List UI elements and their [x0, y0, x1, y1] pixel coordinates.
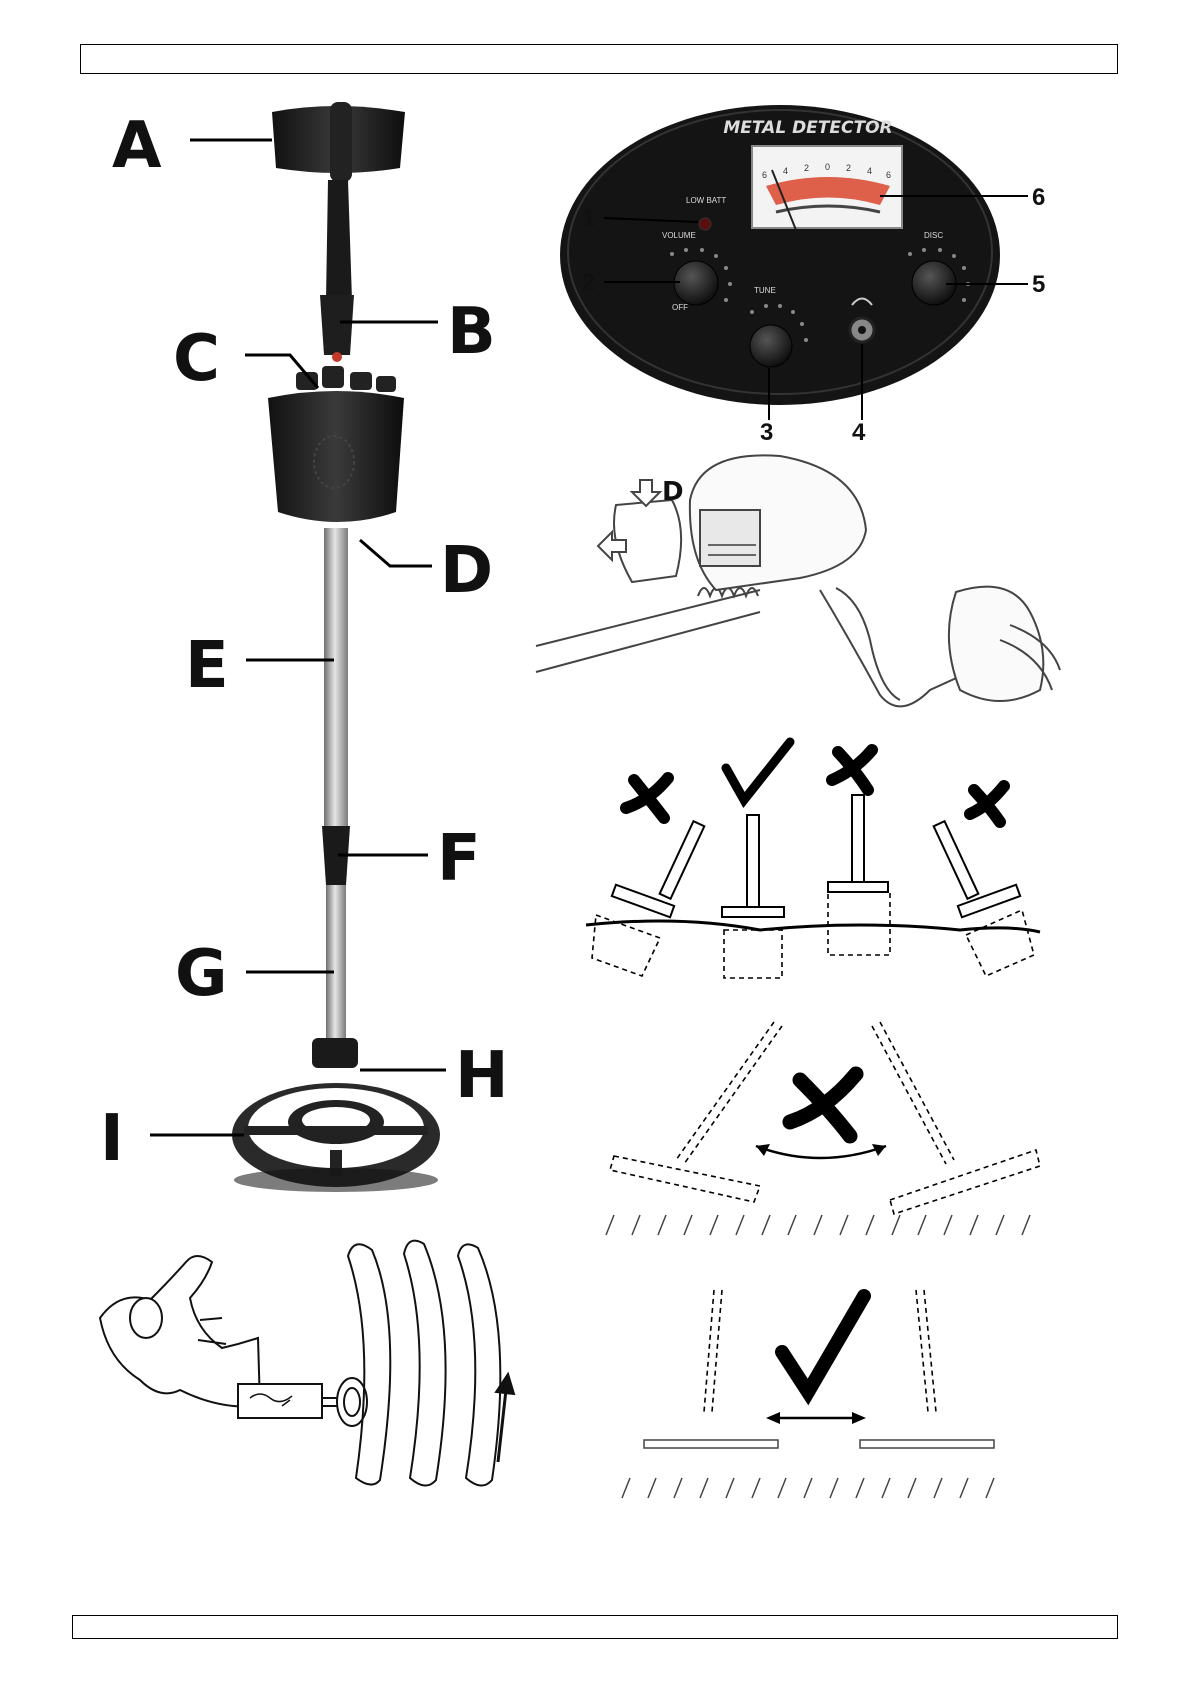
- cross-mark-icon: [970, 786, 1004, 822]
- label-h: H: [455, 1039, 509, 1113]
- cross-mark-icon: [790, 1074, 856, 1136]
- svg-text:4: 4: [783, 166, 788, 176]
- disc-label: DISC: [924, 231, 943, 240]
- coil-bracket: [312, 1038, 358, 1068]
- control-box: [268, 391, 404, 522]
- tune-knob[interactable]: [750, 325, 792, 367]
- middle-shaft: [324, 528, 348, 828]
- lowbatt-label: LOW BATT: [686, 196, 726, 205]
- ground-hatch: [606, 1215, 1030, 1235]
- swing-wrong-figure: [606, 1022, 1040, 1235]
- operator-figure: [100, 1256, 260, 1407]
- cross-mark-icon: [626, 778, 668, 818]
- coil-orientation-figure: [586, 742, 1040, 978]
- battery-figure: D: [536, 455, 1060, 706]
- svg-text:4: 4: [867, 166, 872, 176]
- sweep-arc: [348, 1244, 390, 1484]
- lower-shaft: [326, 885, 346, 1040]
- svg-text:2: 2: [804, 163, 809, 173]
- handle-grip: [320, 295, 354, 355]
- power-indicator: [332, 352, 342, 362]
- control-panel-figure: METAL DETECTOR 6 4 2 0 2 4 6 LOW BATT VO…: [560, 105, 1045, 446]
- svg-text:2: 2: [846, 163, 851, 173]
- low-batt-led: [699, 218, 711, 230]
- battery-door-label: D: [662, 477, 684, 507]
- ground-hatch: [622, 1478, 994, 1498]
- callout-6: 6: [1032, 184, 1045, 211]
- callout-4: 4: [852, 419, 866, 446]
- label-f: F: [437, 822, 481, 896]
- callout-5: 5: [1032, 271, 1045, 298]
- label-a: A: [112, 109, 162, 183]
- callout-2: 2: [582, 269, 595, 296]
- panel-title: METAL DETECTOR: [723, 118, 892, 138]
- check-mark-icon: [782, 1296, 864, 1392]
- svg-text:6: 6: [886, 170, 891, 180]
- svg-text:6: 6: [762, 170, 767, 180]
- label-e: E: [185, 629, 229, 703]
- callout-1: 1: [582, 205, 595, 232]
- check-mark-icon: [726, 742, 790, 800]
- sweep-arc: [458, 1244, 500, 1485]
- label-d: D: [440, 534, 493, 608]
- sweep-arc: [404, 1241, 446, 1486]
- label-g: G: [175, 937, 228, 1011]
- swing-right-figure: [622, 1290, 994, 1498]
- upper-shaft: [326, 180, 352, 300]
- tune-label: TUNE: [754, 286, 776, 295]
- label-c: C: [173, 322, 220, 396]
- detector-figure: A B C D E F G H I: [100, 102, 509, 1192]
- sweep-pattern-figure: [100, 1241, 514, 1486]
- label-b: B: [447, 295, 496, 369]
- svg-text:0: 0: [825, 162, 830, 172]
- cross-mark-icon: [832, 750, 872, 790]
- label-i: I: [100, 1102, 124, 1176]
- ground-line: [586, 921, 1040, 932]
- callout-3: 3: [760, 419, 773, 446]
- volume-knob[interactable]: [674, 261, 718, 305]
- off-label: OFF: [672, 303, 688, 312]
- volume-label: VOLUME: [662, 231, 696, 240]
